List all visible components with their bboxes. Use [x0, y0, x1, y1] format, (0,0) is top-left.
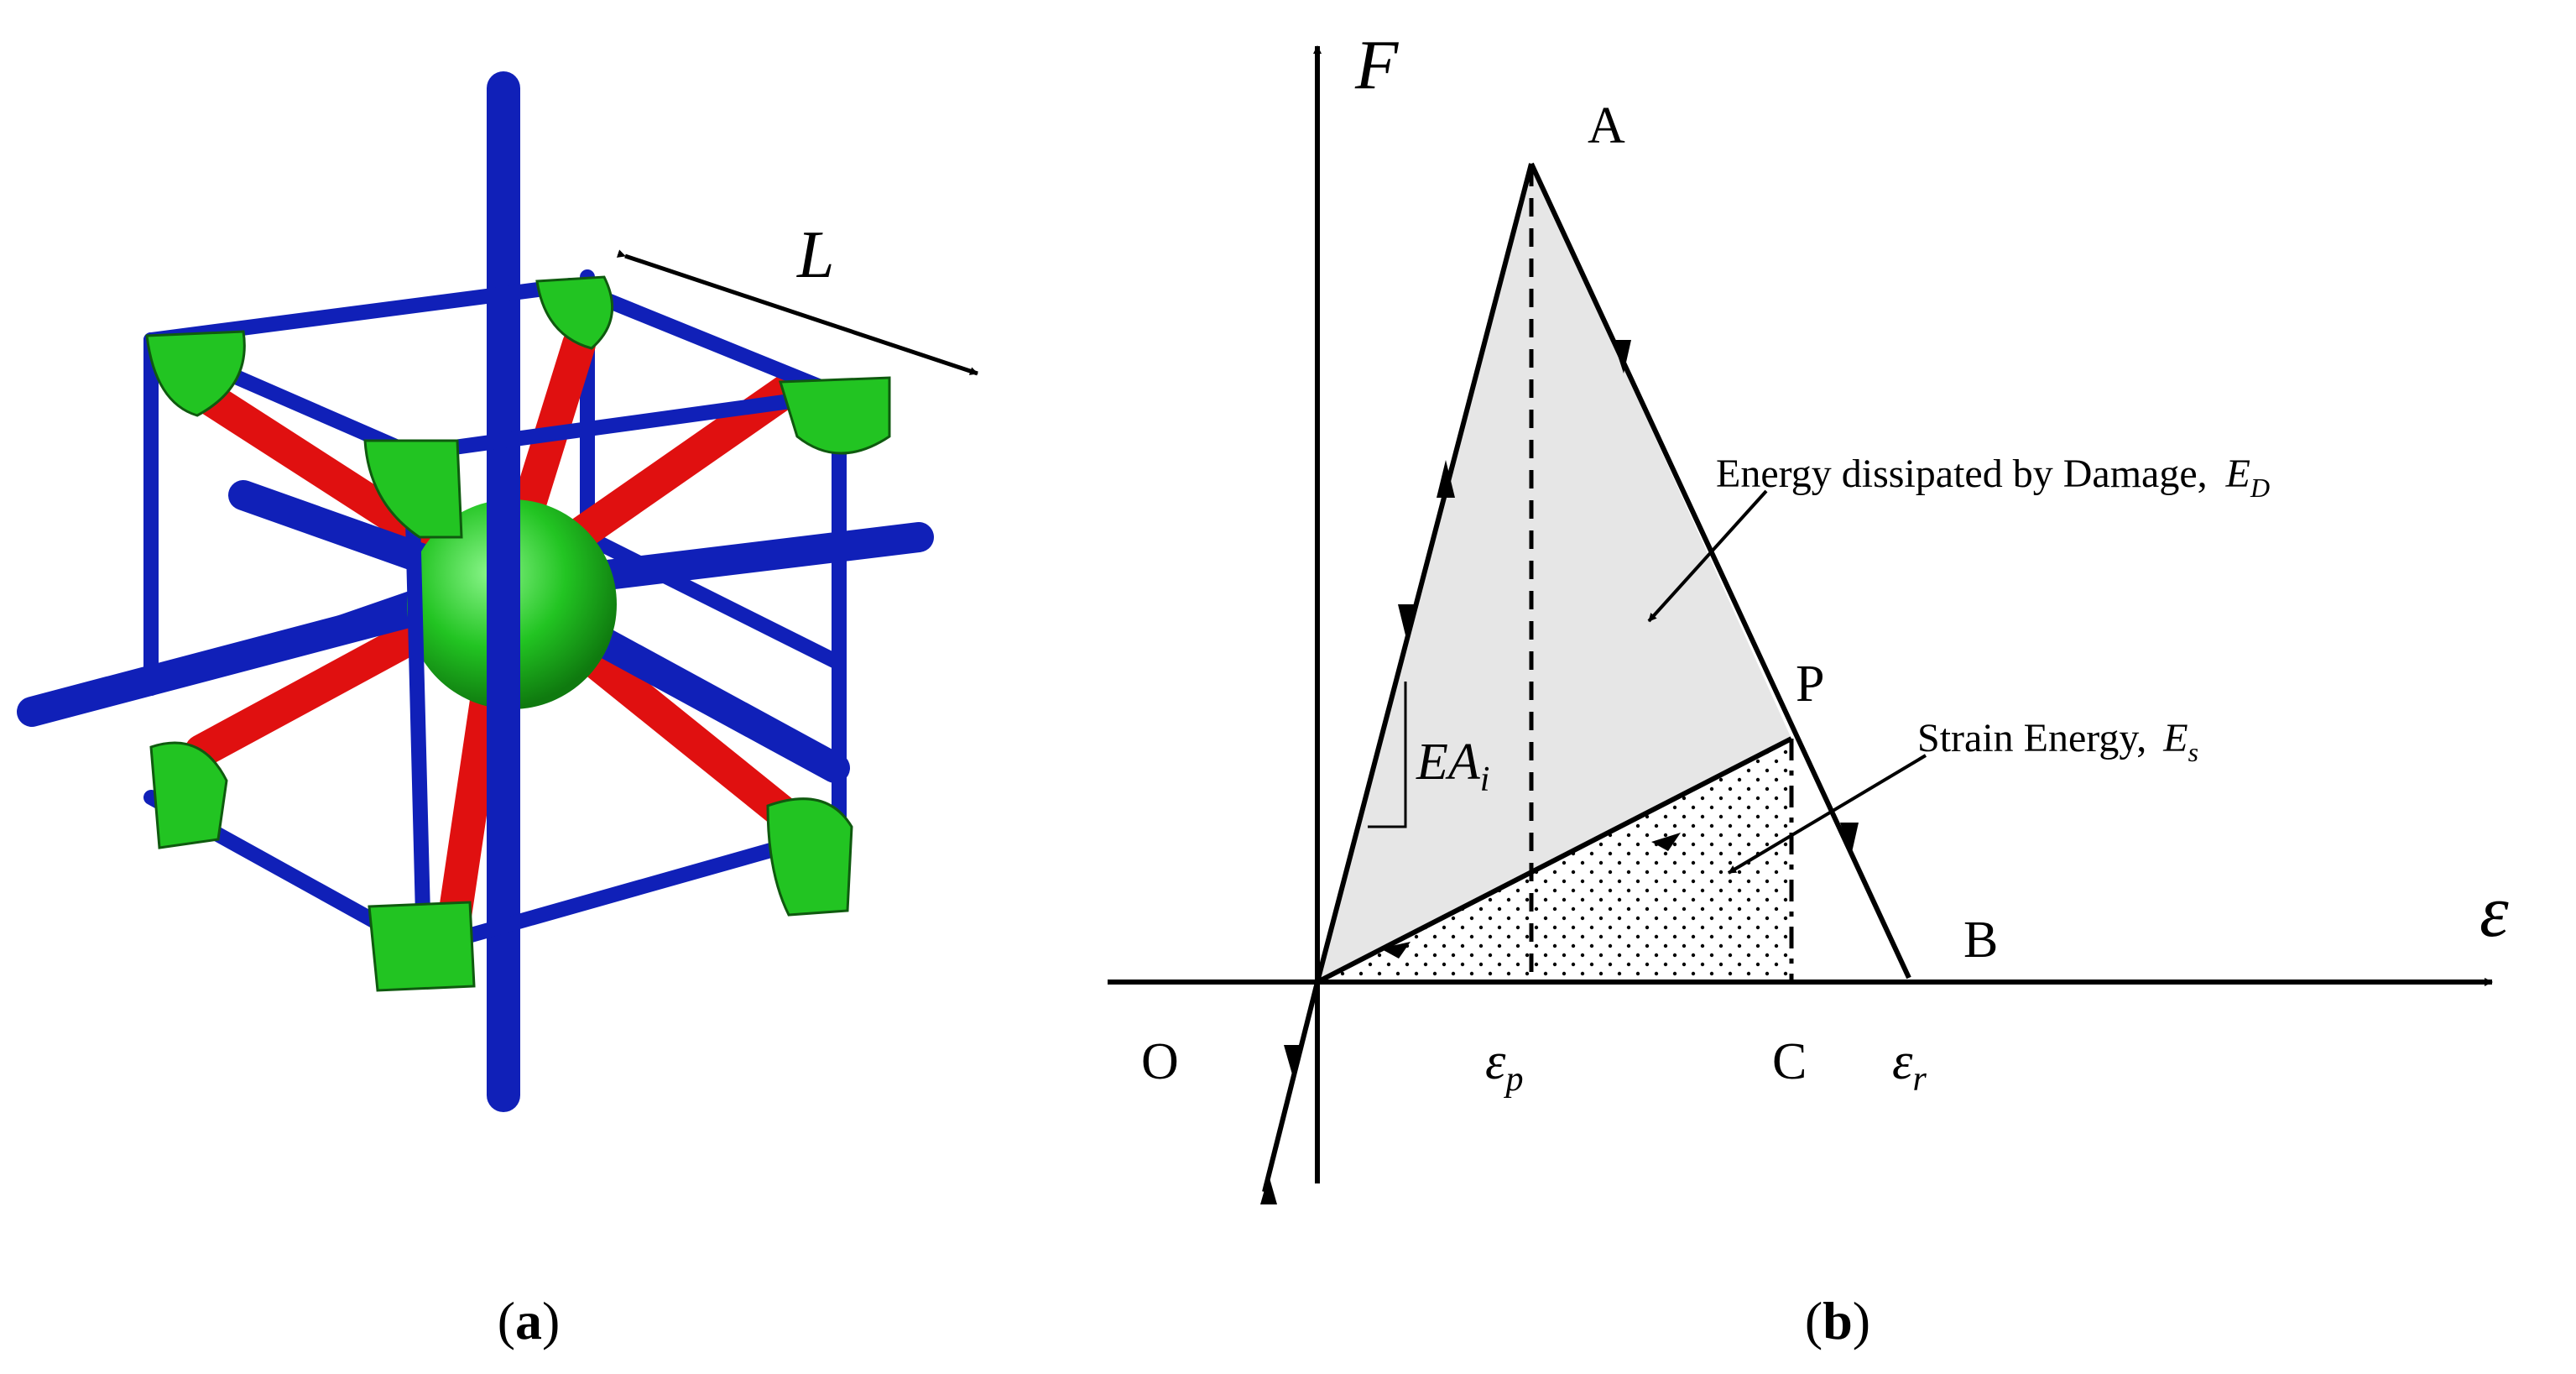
loading-line-OA	[1315, 163, 1534, 983]
point-label-A: A	[1588, 97, 1625, 154]
path-direction-arrows	[1260, 340, 1859, 1204]
point-label-P: P	[1796, 656, 1824, 713]
corner-nodes	[145, 275, 891, 992]
compression-line	[1262, 981, 1320, 1193]
caption-a: (a)	[498, 1291, 561, 1350]
slope-label-EAi: EAi	[1416, 734, 1489, 799]
strain-energy-label: Strain Energy,Es	[1917, 716, 2198, 767]
softening-line-AB	[1529, 162, 1911, 980]
dimension-arrow-L	[616, 249, 978, 376]
lattice-unit-cell: L (a)	[17, 71, 978, 1350]
force-strain-diagram: F ε A P B C O εp εr EAi Energy dissipate…	[1108, 26, 2509, 1350]
caption-b: (b)	[1805, 1291, 1870, 1350]
point-label-B: B	[1963, 912, 1998, 969]
dimension-label-L: L	[796, 218, 835, 292]
point-label-O: O	[1141, 1033, 1179, 1090]
slope-triangle	[1368, 682, 1407, 828]
strain-pointer-arrow	[1727, 754, 1927, 875]
y-axis-label-F: F	[1354, 26, 1400, 104]
eps-r-label: εr	[1892, 1033, 1927, 1099]
damage-energy-region	[1317, 164, 1791, 982]
damage-energy-label: Energy dissipated by Damage,ED	[1716, 452, 2270, 503]
x-axis-label-eps: ε	[2480, 871, 2509, 953]
damage-pointer-arrow	[1647, 489, 1768, 623]
eps-p-label: εp	[1485, 1033, 1523, 1099]
point-label-C: C	[1772, 1033, 1807, 1090]
unloading-line-PO	[1316, 736, 1793, 985]
